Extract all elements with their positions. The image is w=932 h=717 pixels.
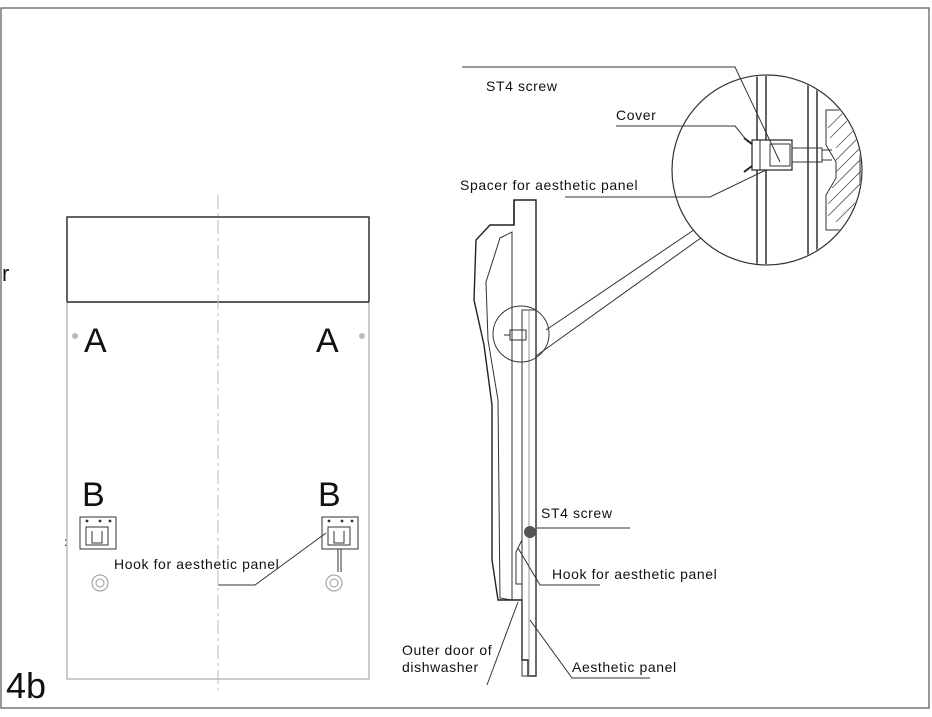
label-cover: Cover <box>616 107 656 123</box>
label-outer-door-line1: Outer door of <box>402 642 492 658</box>
hook-bracket-left <box>79 516 117 550</box>
detail-circle-large <box>671 74 863 266</box>
side-view: ST4 screw Cover Spacer for aesthetic pan… <box>402 66 863 686</box>
point-a-left-dot <box>72 333 78 339</box>
screw-hole-left <box>91 574 109 592</box>
hook-bracket-right <box>321 516 359 572</box>
st4-screw-bottom <box>524 526 536 538</box>
front-view: : A A B B Hook for aesthetic panel <box>64 195 370 690</box>
label-hook-right: Hook for aesthetic panel <box>552 566 717 582</box>
st4-top-leader <box>462 66 781 163</box>
screw-hole-right <box>325 574 343 592</box>
label-point-a-right: A <box>316 322 339 360</box>
hook-right-leader <box>517 547 600 586</box>
figure-id: 4b <box>6 665 46 706</box>
spacer-leader <box>565 169 767 198</box>
detail-circle-small <box>492 305 550 363</box>
door-profile <box>473 199 537 677</box>
label-st4-bottom: ST4 screw <box>541 505 613 521</box>
outer-door-leader <box>486 601 519 686</box>
cover-leader <box>616 125 749 143</box>
hook-left-leader <box>218 532 327 586</box>
label-outer-door-line2: dishwasher <box>402 659 479 675</box>
label-point-b-right: B <box>318 476 341 514</box>
label-point-a-left: A <box>84 322 107 360</box>
label-st4-top: ST4 screw <box>486 78 558 94</box>
label-hook-left: Hook for aesthetic panel <box>114 556 279 572</box>
label-a-left-dash: : <box>64 535 67 549</box>
label-point-b-left: B <box>82 476 105 514</box>
figure-frame <box>0 7 930 709</box>
hook-side <box>515 539 523 585</box>
point-a-right-dot <box>359 333 365 339</box>
aesthetic-panel-leader <box>529 619 650 679</box>
label-spacer: Spacer for aesthetic panel <box>460 177 638 193</box>
label-aesthetic-panel: Aesthetic panel <box>572 659 677 675</box>
label-cut-off: r <box>2 261 9 286</box>
